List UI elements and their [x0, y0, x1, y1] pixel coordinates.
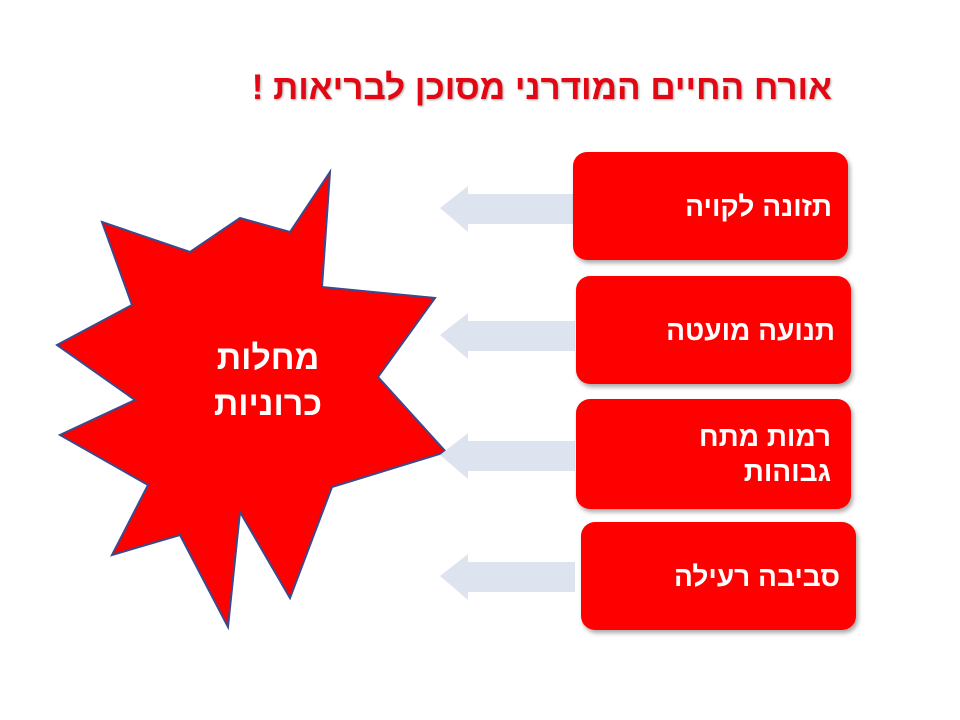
arrow-left-icon: [440, 186, 575, 232]
factor-box-movement: תנועה מועטה: [576, 276, 851, 384]
arrow-left-icon: [440, 433, 575, 479]
factor-box-environment: סביבה רעילה: [581, 522, 856, 630]
chronic-disease-label: מחלות כרוניות: [178, 336, 358, 428]
page-title: אורח החיים המודרני מסוכן לבריאות !: [251, 68, 832, 107]
factor-label: רמות מתח גבוהות: [699, 421, 831, 487]
factor-box-diet: תזונה לקויה: [573, 152, 848, 260]
factor-label: תנועה מועטה: [666, 314, 835, 346]
arrow-left-icon: [440, 554, 575, 600]
starburst-shape: [55, 168, 448, 631]
factor-box-stress: רמות מתח גבוהות: [576, 399, 851, 509]
arrow-left-icon: [440, 313, 575, 359]
outcome-line-2: כרוניות: [213, 384, 323, 423]
outcome-line-1: מחלות: [216, 339, 320, 377]
factor-label: סביבה רעילה: [674, 560, 840, 592]
factor-label: תזונה לקויה: [685, 190, 832, 222]
